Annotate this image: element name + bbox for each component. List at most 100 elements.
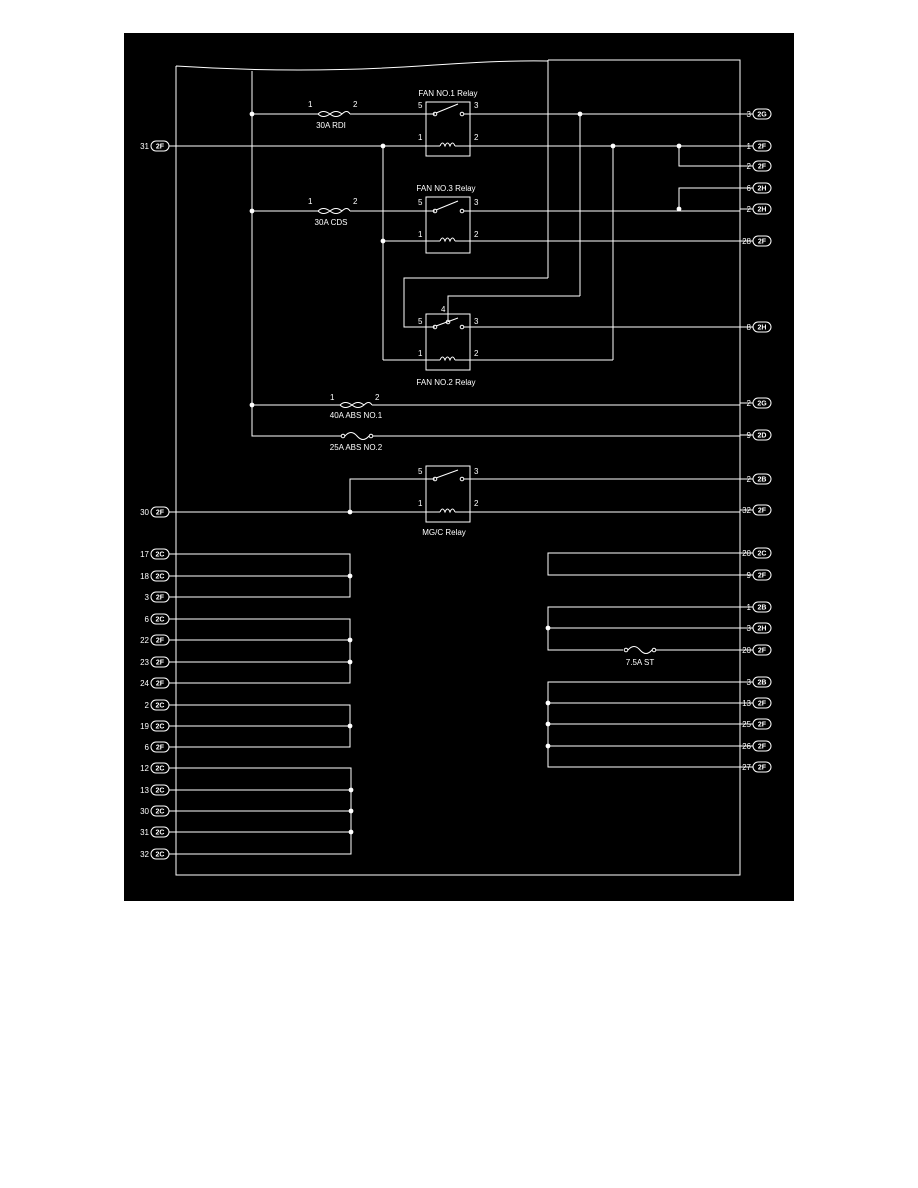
left-connector-11: 6 2F: [145, 741, 170, 753]
connector-code: 2F: [156, 638, 165, 645]
svg-text:1: 1: [418, 133, 423, 142]
svg-text:1: 1: [418, 349, 423, 358]
connector-pin-number: 3: [145, 593, 150, 602]
svg-text:30A RDI: 30A RDI: [316, 121, 346, 130]
svg-text:3: 3: [474, 467, 479, 476]
connector-code: 2G: [757, 401, 767, 408]
connector-code: 2C: [156, 552, 165, 559]
left-connector-16: 32 2C: [140, 848, 170, 860]
fan3-relay: FAN NO.3 Relay 5 3 1 2: [416, 184, 479, 254]
svg-text:2: 2: [474, 499, 479, 508]
connector-code: 2C: [156, 574, 165, 581]
left-connector-4: 3 2F: [145, 591, 170, 603]
svg-text:25A ABS NO.2: 25A ABS NO.2: [330, 443, 383, 452]
connector-code: 2D: [758, 433, 767, 440]
connector-code: 2F: [758, 722, 767, 729]
left-connector-8: 24 2F: [140, 677, 170, 689]
connector-code: 2F: [758, 239, 767, 246]
connector-pin-number: 22: [140, 636, 149, 645]
svg-text:1: 1: [330, 393, 335, 402]
svg-text:3: 3: [474, 317, 479, 326]
connector-pin-number: 30: [140, 508, 149, 517]
fan2-relay: 4 5 3 1 2 FAN NO.2 Relay: [416, 305, 479, 387]
connector-code: 2F: [156, 144, 165, 151]
svg-text:5: 5: [418, 317, 423, 326]
left-connector-12: 12 2C: [140, 762, 170, 774]
connector-code: 2H: [758, 626, 767, 633]
fuse-30a-rdi: 1 2 30A RDI: [308, 100, 358, 130]
svg-text:3: 3: [474, 101, 479, 110]
connector-code: 2C: [156, 830, 165, 837]
svg-text:3: 3: [474, 198, 479, 207]
connector-pin-number: 31: [140, 142, 149, 151]
connector-pin-number: 12: [140, 764, 149, 773]
connector-code: 2H: [758, 207, 767, 214]
svg-text:40A ABS NO.1: 40A ABS NO.1: [330, 411, 383, 420]
connector-code: 2F: [758, 701, 767, 708]
connector-code: 2G: [757, 112, 767, 119]
connector-code: 2F: [758, 573, 767, 580]
svg-text:4: 4: [441, 305, 446, 314]
connector-code: 2C: [156, 617, 165, 624]
diagram-background: [124, 33, 794, 901]
connector-code: 2C: [156, 788, 165, 795]
connector-code: 2C: [156, 852, 165, 859]
connector-pin-number: 6: [145, 743, 150, 752]
connector-code: 2F: [758, 164, 767, 171]
connector-pin-number: 30: [140, 807, 149, 816]
connector-code: 2C: [156, 766, 165, 773]
splice-group-2: [176, 618, 353, 684]
connector-code: 2F: [758, 648, 767, 655]
svg-text:2: 2: [353, 100, 358, 109]
svg-text:2: 2: [474, 349, 479, 358]
svg-text:30A CDS: 30A CDS: [315, 218, 348, 227]
fuse-40a-abs-no1: 1 2 40A ABS NO.1: [330, 393, 383, 420]
connector-pin-number: 6: [145, 615, 150, 624]
connector-pin-number: 2: [145, 701, 150, 710]
svg-text:5: 5: [418, 198, 423, 207]
splice-group-3: [176, 704, 353, 748]
fuse-30a-cds: 1 2 30A CDS: [308, 197, 358, 227]
connector-pin-number: 32: [140, 850, 149, 859]
connector-code: 2B: [758, 680, 767, 687]
connector-pin-number: 23: [140, 658, 149, 667]
right-group-3: [545, 681, 740, 768]
svg-text:5: 5: [418, 101, 423, 110]
svg-text:1: 1: [308, 197, 313, 206]
connector-code: 2F: [758, 744, 767, 751]
mgc-relay: 5 3 1 2 MG/C Relay: [418, 465, 479, 537]
fan1-relay-title: FAN NO.1 Relay: [418, 89, 477, 98]
connector-code: 2B: [758, 605, 767, 612]
left-connector-5: 6 2C: [145, 613, 170, 625]
connector-code: 2F: [156, 510, 165, 517]
svg-text:2: 2: [353, 197, 358, 206]
connector-code: 2F: [156, 595, 165, 602]
connector-pin-number: 24: [140, 679, 149, 688]
splice-group-1: [176, 553, 353, 598]
left-connector-10: 19 2C: [140, 720, 170, 732]
fuse-25a-abs-no2: 25A ABS NO.2: [330, 432, 383, 452]
connector-code: 2H: [758, 186, 767, 193]
svg-text:1: 1: [418, 499, 423, 508]
connector-code: 2H: [758, 325, 767, 332]
svg-text:2: 2: [474, 230, 479, 239]
connector-pin-number: 19: [140, 722, 149, 731]
fan1-relay: FAN NO.1 Relay 5 3 1 2: [418, 89, 479, 157]
connector-code: 2F: [156, 681, 165, 688]
fuse-7-5a-st-label: 7.5A ST: [626, 658, 655, 667]
splice-group-4: [176, 767, 354, 855]
left-connector-6: 22 2F: [140, 634, 170, 646]
mgc-relay-title: MG/C Relay: [422, 528, 466, 537]
connector-code: 2C: [156, 724, 165, 731]
svg-text:5: 5: [418, 467, 423, 476]
connector-code: 2F: [156, 745, 165, 752]
